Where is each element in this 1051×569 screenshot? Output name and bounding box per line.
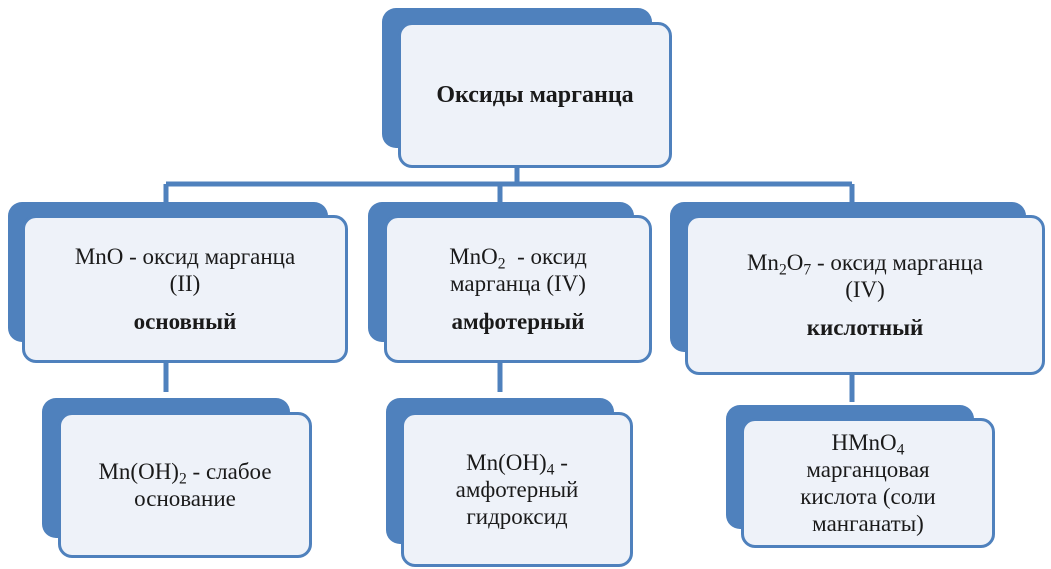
oxide-description: - оксид марганца <box>811 250 983 276</box>
oxide-formula: Mn2O7 <box>746 250 812 279</box>
acid-salts-note: кислота (соли <box>800 484 936 509</box>
oxide-property: кислотный <box>806 314 924 340</box>
hydroxide-formula: Mn(OH)4 <box>466 449 555 479</box>
acid-formula: HMnO4 <box>831 429 905 459</box>
hydroxide-formula: Mn(OH)2 <box>98 458 187 488</box>
hydroxide-description: - <box>554 449 568 475</box>
hydroxide-type: основание <box>134 486 236 511</box>
acid-salts-name: манганаты) <box>812 511 924 537</box>
oxidation-state: (IV) <box>845 277 885 303</box>
oxide-description: - оксид марганца <box>123 244 296 270</box>
oxide-property: основный <box>133 308 237 334</box>
hydroxide-kind: гидроксид <box>466 504 568 530</box>
oxide-description: - оксид <box>505 244 587 270</box>
oxide-formula: MnO <box>74 244 124 270</box>
oxidation-state: (II) <box>169 271 201 297</box>
oxide-property: амфотерный <box>451 308 585 334</box>
oxidation-state: марганца (IV) <box>450 271 586 297</box>
root-title: Оксиды марганца <box>436 81 634 108</box>
hydroxide-type: амфотерный <box>455 476 579 502</box>
hydroxide-description: - слабое <box>186 458 272 484</box>
oxide-formula: MnO2 <box>449 244 506 273</box>
acid-name: марганцовая <box>806 456 930 482</box>
